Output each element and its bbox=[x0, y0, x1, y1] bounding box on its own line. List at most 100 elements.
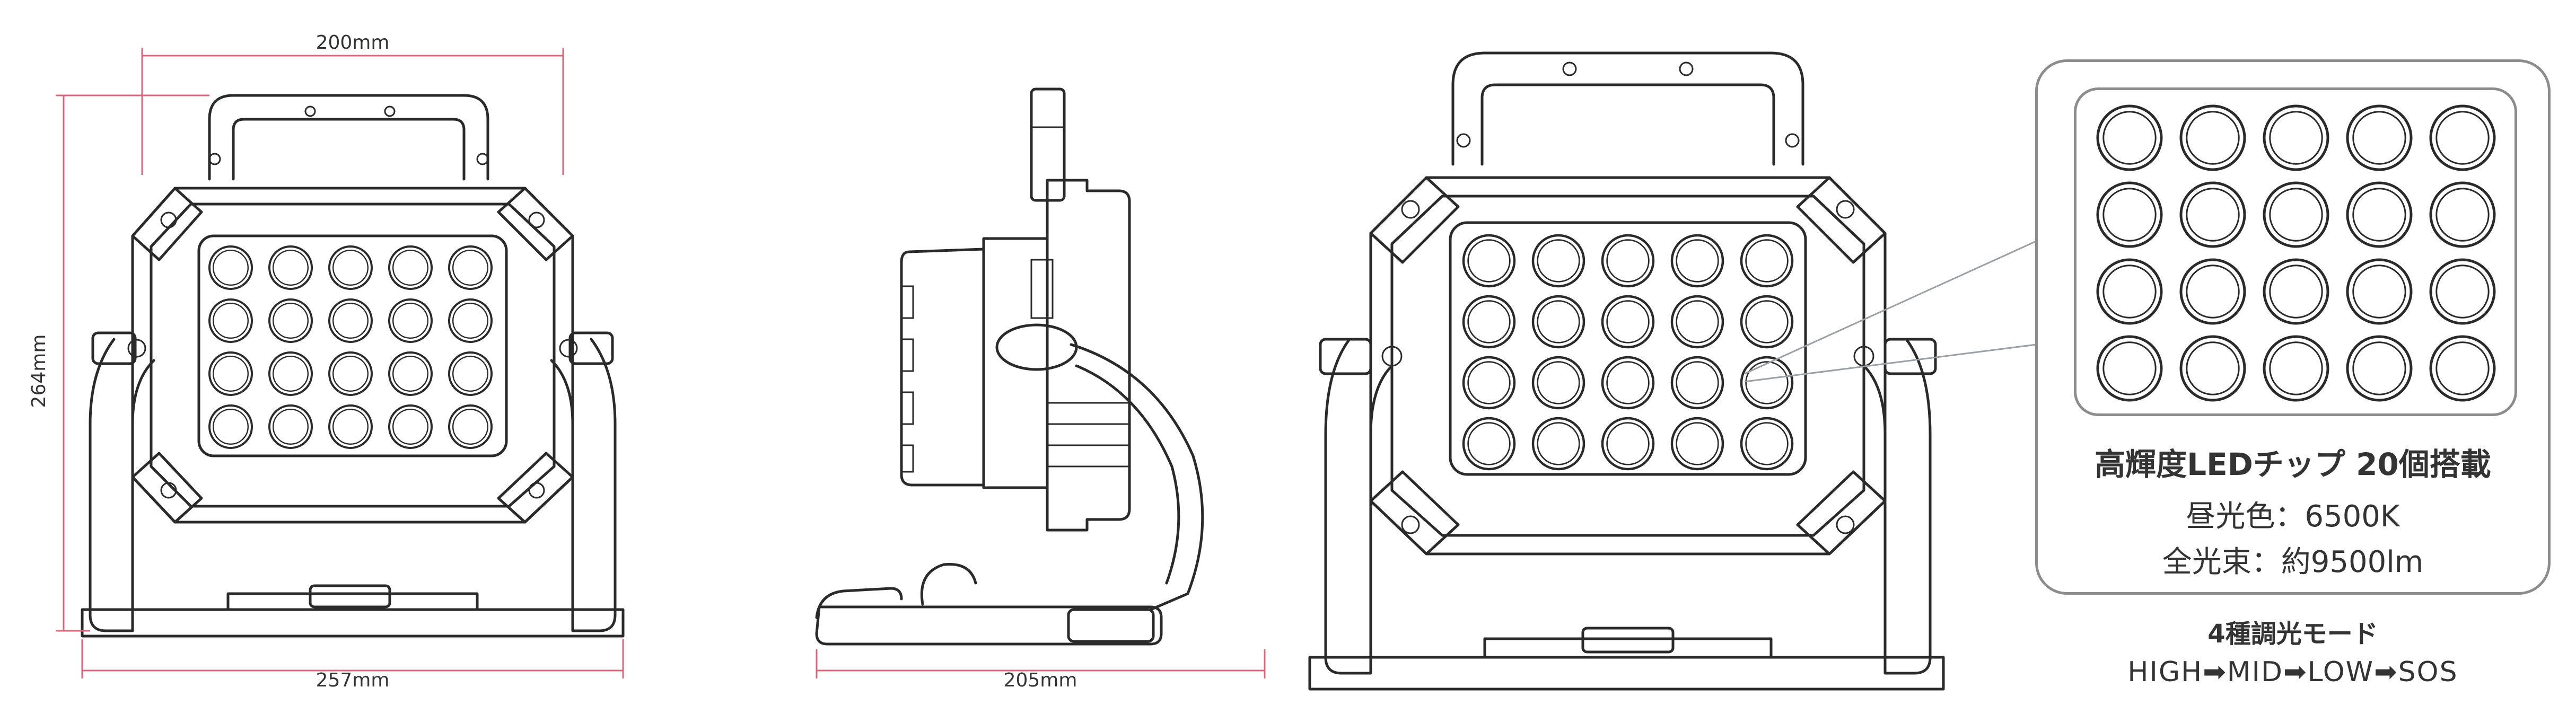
led-chip-inner bbox=[1745, 239, 1789, 283]
led-chip bbox=[1601, 295, 1655, 349]
led-chip-inner bbox=[2186, 265, 2240, 319]
led-chip-inner bbox=[2269, 341, 2323, 395]
led-chip bbox=[388, 404, 433, 449]
led-chip bbox=[2179, 335, 2246, 402]
led-chip-inner bbox=[1745, 300, 1789, 343]
side-dimensions: 205mm bbox=[816, 649, 1266, 691]
led-chip bbox=[1740, 234, 1794, 288]
led-chip-inner bbox=[273, 409, 309, 445]
led-chip-inner bbox=[392, 356, 429, 392]
led-chip-inner bbox=[1537, 361, 1580, 404]
dimming-modes-title: 4種調光モード bbox=[2207, 619, 2378, 649]
led-chip-inner bbox=[213, 409, 249, 445]
led-chip bbox=[328, 351, 373, 396]
led-chip-inner bbox=[1467, 422, 1511, 465]
callout-led-grid bbox=[2096, 104, 2496, 402]
dim-stand-width-label: 257mm bbox=[316, 669, 390, 691]
callout-led-panel bbox=[2074, 87, 2517, 416]
led-chip-inner bbox=[2435, 111, 2490, 165]
led-chip-inner bbox=[1606, 239, 1650, 283]
led-chip-inner bbox=[2186, 341, 2240, 395]
led-chip bbox=[268, 298, 313, 343]
led-chip bbox=[2096, 258, 2163, 325]
led-chip bbox=[2096, 335, 2163, 402]
led-chip bbox=[1462, 234, 1516, 288]
led-spec-title: 高輝度LEDチップ 20個搭載 bbox=[2095, 446, 2491, 482]
led-chip-inner bbox=[2102, 111, 2157, 165]
led-chip bbox=[268, 351, 313, 396]
led-chip-inner bbox=[392, 250, 429, 286]
led-chip bbox=[2346, 335, 2413, 402]
led-chip bbox=[2179, 104, 2246, 171]
led-chip bbox=[2429, 335, 2496, 402]
led-chip bbox=[2429, 258, 2496, 325]
led-chip bbox=[2263, 335, 2329, 402]
led-chip-inner bbox=[2435, 265, 2490, 319]
large-led-grid bbox=[1462, 234, 1794, 471]
led-chip bbox=[1601, 356, 1655, 410]
led-chip-inner bbox=[1676, 422, 1719, 465]
front-stand-right bbox=[550, 338, 617, 632]
led-chip bbox=[2263, 258, 2329, 325]
led-chip-inner bbox=[1467, 239, 1511, 283]
led-chip-inner bbox=[392, 303, 429, 339]
led-chip-inner bbox=[332, 250, 369, 286]
led-chip-inner bbox=[1606, 361, 1650, 404]
led-chip bbox=[328, 298, 373, 343]
led-chip bbox=[208, 404, 253, 449]
led-chip bbox=[208, 245, 253, 290]
led-chip-inner bbox=[2102, 188, 2157, 242]
led-chip-inner bbox=[452, 250, 489, 286]
led-chip bbox=[2096, 104, 2163, 171]
led-chip bbox=[1601, 417, 1655, 471]
led-chip-inner bbox=[273, 303, 309, 339]
led-chip bbox=[1740, 417, 1794, 471]
led-chip-inner bbox=[2186, 111, 2240, 165]
led-chip bbox=[1601, 234, 1655, 288]
led-chip-inner bbox=[332, 303, 369, 339]
led-chip bbox=[2263, 104, 2329, 171]
callout-leader bbox=[1744, 240, 2037, 383]
led-chip bbox=[1670, 295, 1724, 349]
led-chip-inner bbox=[273, 250, 309, 286]
side-body bbox=[1046, 179, 1131, 532]
led-chip-inner bbox=[452, 303, 489, 339]
led-chip-inner bbox=[392, 409, 429, 445]
led-chip bbox=[328, 404, 373, 449]
led-chip bbox=[448, 404, 493, 449]
led-chip-inner bbox=[1676, 361, 1719, 404]
led-chip-inner bbox=[452, 356, 489, 392]
led-chip-inner bbox=[2352, 265, 2406, 319]
led-chip-inner bbox=[213, 250, 249, 286]
led-chip bbox=[448, 298, 493, 343]
led-chip-inner bbox=[1467, 361, 1511, 404]
led-chip-inner bbox=[273, 356, 309, 392]
led-chip-inner bbox=[332, 409, 369, 445]
led-chip bbox=[1740, 356, 1794, 410]
led-chip bbox=[2179, 258, 2246, 325]
led-chip bbox=[1462, 417, 1516, 471]
front-dimensions: 200mm 264mm 257mm bbox=[28, 32, 624, 691]
led-chip bbox=[388, 351, 433, 396]
led-chip bbox=[1531, 356, 1585, 410]
side-view bbox=[815, 87, 1204, 646]
led-chip bbox=[1670, 234, 1724, 288]
led-chip bbox=[1670, 356, 1724, 410]
led-chip bbox=[1740, 295, 1794, 349]
led-chip-inner bbox=[2352, 188, 2406, 242]
led-chip bbox=[1670, 417, 1724, 471]
led-chip-inner bbox=[2102, 265, 2157, 319]
led-chip bbox=[448, 351, 493, 396]
led-chip-inner bbox=[2186, 188, 2240, 242]
led-chip bbox=[208, 298, 253, 343]
led-chip bbox=[1531, 234, 1585, 288]
led-chip-inner bbox=[1537, 422, 1580, 465]
led-chip bbox=[1531, 417, 1585, 471]
front-view bbox=[81, 94, 625, 638]
led-chip-inner bbox=[2102, 341, 2157, 395]
front-stand-left bbox=[89, 338, 155, 632]
side-base bbox=[815, 605, 1163, 646]
luminous-flux-text: 全光束：約9500lm bbox=[2162, 545, 2424, 579]
